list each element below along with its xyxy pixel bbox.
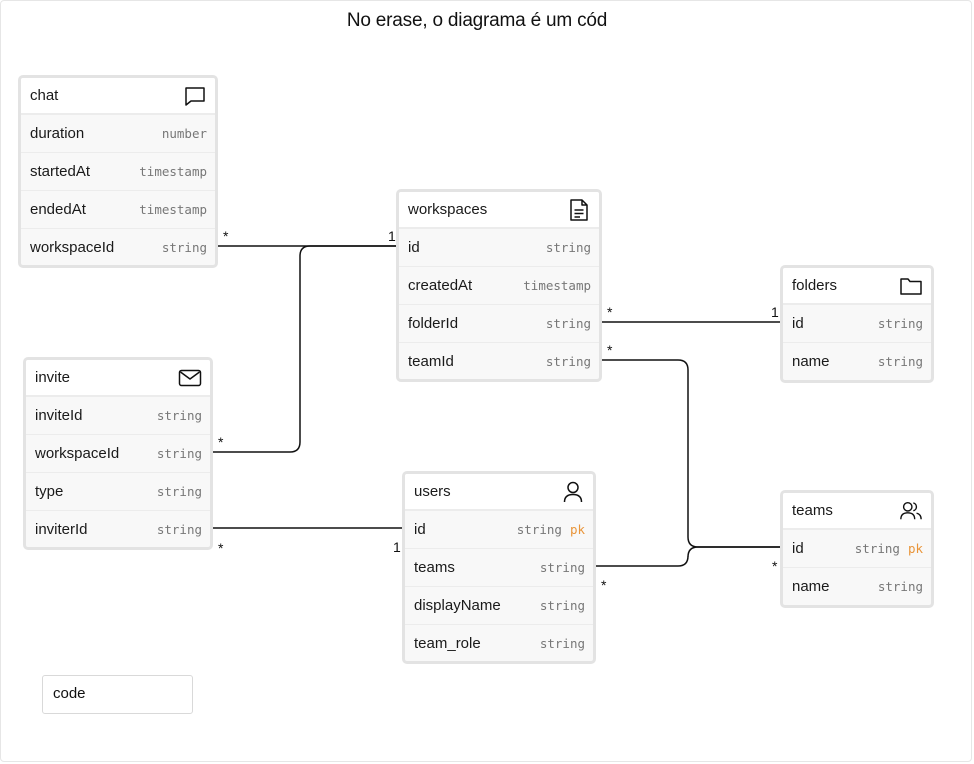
- field-name: id: [792, 315, 804, 332]
- field-name: inviterId: [35, 521, 88, 538]
- table-name: workspaces: [408, 201, 488, 218]
- cardinality-label: *: [607, 304, 613, 320]
- field-name: endedAt: [30, 201, 86, 218]
- diagram-title: No erase, o diagrama é um cód: [346, 10, 608, 31]
- table-header[interactable]: chat: [21, 78, 215, 114]
- table-row[interactable]: endedAt timestamp: [21, 190, 215, 228]
- primary-key-badge: pk: [569, 521, 585, 537]
- document-icon: [567, 198, 591, 222]
- table-row[interactable]: type string: [26, 472, 210, 510]
- cardinality-label: 1: [771, 304, 779, 320]
- field-type: string: [539, 598, 585, 613]
- table-row[interactable]: id string pk: [783, 529, 931, 567]
- field-type: string: [877, 579, 923, 594]
- field-type: string: [156, 408, 202, 423]
- table-row[interactable]: id string: [399, 228, 599, 266]
- code-button[interactable]: code: [42, 675, 193, 714]
- table-row[interactable]: name string: [783, 567, 931, 605]
- table-name: invite: [35, 369, 71, 386]
- field-type: string: [877, 316, 923, 331]
- table-name: folders: [792, 277, 838, 294]
- field-type: string: [156, 484, 202, 499]
- field-type: timestamp: [139, 164, 207, 179]
- user-icon: [561, 480, 585, 504]
- table-row[interactable]: folderId string: [399, 304, 599, 342]
- table-row[interactable]: duration number: [21, 114, 215, 152]
- field-type: string: [545, 240, 591, 255]
- table-teams[interactable]: teams id string pk name string: [780, 490, 934, 608]
- field-name: teams: [414, 559, 455, 576]
- field-name: workspaceId: [35, 445, 120, 462]
- table-name: teams: [792, 502, 833, 519]
- cardinality-label: 1: [393, 539, 401, 555]
- table-name: users: [414, 483, 451, 500]
- field-name: createdAt: [408, 277, 473, 294]
- cardinality-label: *: [218, 540, 224, 556]
- cardinality-label: *: [607, 342, 613, 358]
- table-header[interactable]: folders: [783, 268, 931, 304]
- field-type: timestamp: [523, 278, 591, 293]
- field-name: type: [35, 483, 64, 500]
- field-type: string: [156, 522, 202, 537]
- table-users[interactable]: users id string pk teams string displayName…: [402, 471, 596, 664]
- users-icon: [899, 499, 923, 523]
- table-row[interactable]: id string pk: [405, 510, 593, 548]
- table-row[interactable]: createdAt timestamp: [399, 266, 599, 304]
- field-type: string: [545, 354, 591, 369]
- table-header[interactable]: teams: [783, 493, 931, 529]
- table-row[interactable]: teams string: [405, 548, 593, 586]
- field-name: id: [414, 521, 426, 538]
- field-name: name: [792, 353, 830, 370]
- table-row[interactable]: team_role string: [405, 624, 593, 661]
- table-name: chat: [30, 87, 59, 104]
- folder-icon: [899, 274, 923, 298]
- field-type: string: [854, 540, 900, 556]
- mail-icon: [178, 366, 202, 390]
- field-type: string: [545, 316, 591, 331]
- table-header[interactable]: invite: [26, 360, 210, 396]
- field-name: startedAt: [30, 163, 91, 180]
- field-type: string: [156, 446, 202, 461]
- field-type: timestamp: [139, 202, 207, 217]
- field-type: number: [161, 126, 207, 141]
- field-name: duration: [30, 125, 85, 142]
- table-row[interactable]: inviterId string: [26, 510, 210, 547]
- field-type: string: [516, 521, 562, 537]
- cardinality-label: *: [218, 434, 224, 450]
- table-row[interactable]: id string: [783, 304, 931, 342]
- table-row[interactable]: workspaceId string: [26, 434, 210, 472]
- table-folders[interactable]: folders id string name string: [780, 265, 934, 383]
- table-header[interactable]: users: [405, 474, 593, 510]
- field-name: id: [408, 239, 420, 256]
- table-header[interactable]: workspaces: [399, 192, 599, 228]
- field-name: displayName: [414, 597, 501, 614]
- primary-key-badge: pk: [907, 540, 923, 556]
- field-name: team_role: [414, 635, 481, 652]
- cardinality-label: *: [223, 228, 229, 244]
- table-row[interactable]: name string: [783, 342, 931, 380]
- field-name: name: [792, 578, 830, 595]
- field-name: workspaceId: [30, 239, 115, 256]
- field-name: teamId: [408, 353, 454, 370]
- table-row[interactable]: teamId string: [399, 342, 599, 379]
- table-row[interactable]: displayName string: [405, 586, 593, 624]
- chat-bubble-icon: [183, 84, 207, 108]
- table-row[interactable]: startedAt timestamp: [21, 152, 215, 190]
- table-workspaces[interactable]: workspaces id string createdAt timestamp f…: [396, 189, 602, 382]
- field-type: string: [877, 354, 923, 369]
- table-row[interactable]: workspaceId string: [21, 228, 215, 265]
- cardinality-label: *: [601, 577, 607, 593]
- field-name: folderId: [408, 315, 459, 332]
- field-name: id: [792, 540, 804, 557]
- field-type: string: [539, 560, 585, 575]
- field-type: string: [161, 240, 207, 255]
- field-type: string: [539, 636, 585, 651]
- field-name: inviteId: [35, 407, 83, 424]
- table-chat[interactable]: chat duration number startedAt timestamp e…: [18, 75, 218, 268]
- table-row[interactable]: inviteId string: [26, 396, 210, 434]
